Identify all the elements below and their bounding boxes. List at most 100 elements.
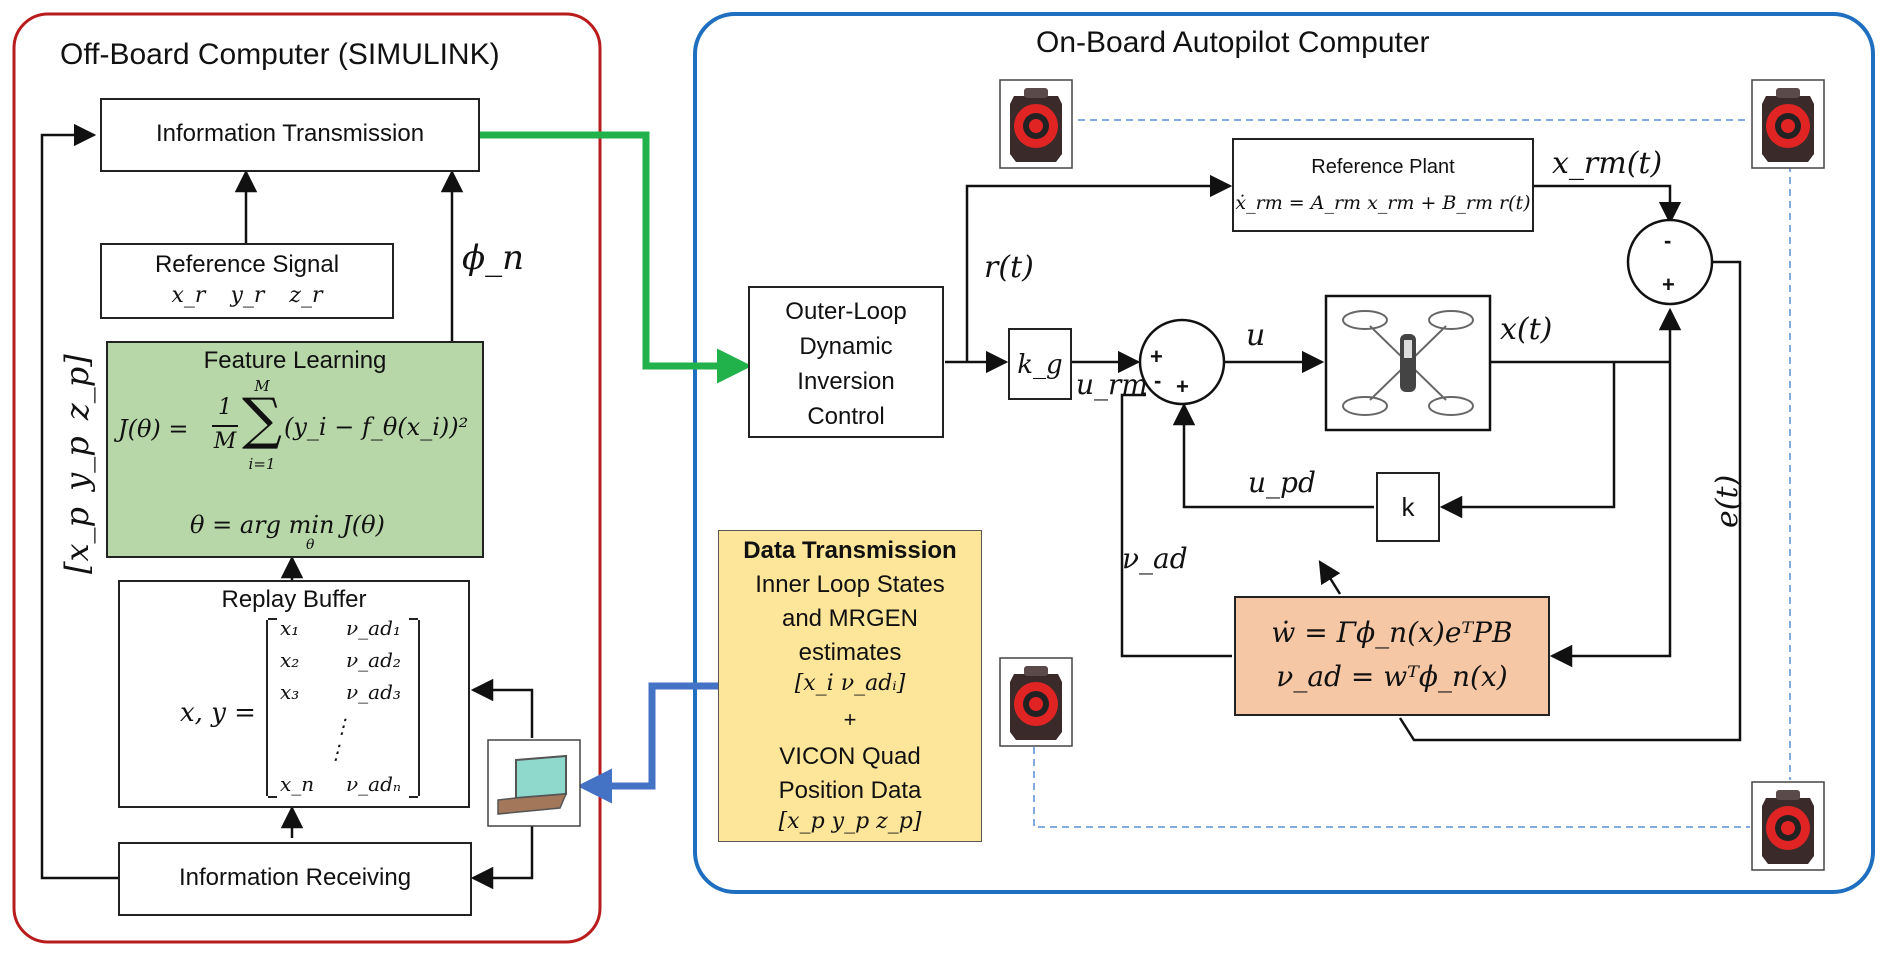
outer-loop-line4: Control [807, 403, 885, 430]
data-tx-vec2: [x_p y_p z_p] [778, 809, 922, 834]
label-x-t: x(t) [1500, 312, 1553, 347]
quadrotor-icon [1324, 294, 1492, 432]
replay-col2-r6: ν_adₙ [346, 772, 401, 796]
wire-laptop-to-rx [470, 823, 534, 890]
data-tx-line1: Inner Loop States [755, 571, 945, 598]
adaptive-line1: ẇ = Γϕ_n(x)eᵀPB [1271, 616, 1513, 649]
label-u-rm: u_rm [1076, 368, 1148, 401]
reference-plant-box: Reference Plant ẋ_rm = A_rm x_rm + B_rm … [1232, 138, 1534, 232]
vicon-camera-icon [1751, 79, 1825, 169]
label-u: u [1246, 318, 1266, 353]
sum-symbol: ∑ [242, 387, 282, 452]
wire-r-to-plant [965, 174, 1233, 362]
data-tx-line3: estimates [798, 639, 902, 666]
replay-col1-r3: x₃ [280, 680, 300, 704]
wire-xt-to-adaptive [1549, 362, 1672, 668]
vicon-camera-icon [999, 657, 1073, 747]
laptop-icon [487, 739, 581, 827]
sum1-sign-top: + [1150, 344, 1163, 369]
vicon-links [1033, 119, 1791, 828]
wire-adaptive-diag [1318, 560, 1342, 595]
k-gain-box: k [1376, 472, 1440, 542]
feature-learning-box: Feature Learning J(θ) = 1 M M ∑ i=1 (y_i… [106, 341, 484, 558]
sum1-sign-left: - [1154, 368, 1162, 393]
replay-col1-r5: ⋮ [326, 740, 346, 764]
sum1-sign-bottom: + [1176, 374, 1189, 399]
phi-label: ϕ_n [462, 238, 525, 278]
wire-xt-to-k [1439, 362, 1616, 519]
replay-col2-r3: ν_ad₃ [346, 680, 401, 704]
sum2-sign-bottom: + [1662, 272, 1675, 297]
replay-buffer-box: Replay Buffer x, y = x₁ x₂ x₃ ⋮ ⋮ x_n ν_… [118, 580, 470, 808]
offboard-title: Off-Board Computer (SIMULINK) [60, 38, 500, 71]
cost-body: (y_i − f_θ(x_i))² [284, 413, 469, 441]
wire-laptop-to-replay [470, 678, 534, 738]
data-tx-plus: + [843, 707, 857, 732]
outer-loop-line1: Outer-Loop [785, 298, 907, 325]
replay-col1-r6: x_n [280, 772, 315, 796]
info-receiving-box: Information Receiving [118, 842, 472, 916]
replay-col1-r2: x₂ [280, 648, 300, 672]
outer-loop-line2: Dynamic [799, 333, 893, 360]
data-tx-title: Data Transmission [743, 537, 957, 564]
sum2-sign-top: - [1664, 228, 1672, 253]
sum-bottom: i=1 [248, 455, 276, 473]
replay-matrix [266, 618, 420, 798]
replay-col2-r2: ν_ad₂ [346, 648, 401, 672]
data-tx-line5: Position Data [778, 777, 922, 804]
wire-k-to-sum [1172, 402, 1374, 509]
data-tx-line4: VICON Quad [779, 743, 921, 770]
reference-signal-vars: x_r y_r z_r [102, 283, 392, 308]
label-x-rm-t: x_rm(t) [1552, 146, 1663, 181]
reference-plant-title: Reference Plant [1311, 156, 1455, 178]
cost-frac-num: 1 [218, 395, 232, 420]
outer-loop-line3: Inversion [797, 368, 895, 395]
vicon-camera-icon [999, 79, 1073, 169]
info-receiving-label: Information Receiving [178, 864, 412, 891]
side-vector-xyz: [x_p y_p z_p] [58, 354, 96, 574]
label-e-t: e(t) [1710, 474, 1745, 528]
cost-frac-den: M [213, 429, 237, 454]
replay-lhs: x, y = [180, 698, 256, 728]
k-label: k [1401, 492, 1415, 522]
wire-e-feedback [1398, 260, 1742, 742]
argmin-sub: θ [306, 537, 315, 553]
replay-buffer-title: Replay Buffer [221, 586, 367, 613]
data-transmission-box: Data Transmission Inner Loop States and … [718, 530, 982, 842]
kg-label: k_g [1017, 350, 1063, 380]
kg-gain-box: k_g [1008, 328, 1072, 400]
sum-junction-2 [1626, 218, 1714, 306]
adaptive-law-box: ẇ = Γϕ_n(x)eᵀPB ν_ad = wᵀϕ_n(x) [1234, 596, 1550, 716]
sum-junction-1 [1138, 318, 1226, 406]
label-u-pd: u_pd [1248, 466, 1316, 499]
uplink-arrow [480, 131, 752, 384]
ref-var-z: z_r [289, 283, 323, 308]
reference-signal-box: Reference Signal x_r y_r z_r [100, 243, 394, 319]
data-tx-line2: and MRGEN [781, 605, 919, 632]
feature-learning-title: Feature Learning [203, 347, 387, 374]
ref-var-x: x_r [171, 283, 206, 308]
label-r-t: r(t) [984, 250, 1034, 285]
ref-var-y: y_r [230, 283, 265, 308]
wire-vad-to-sum [1120, 393, 1232, 658]
adaptive-line2: ν_ad = wᵀϕ_n(x) [1276, 660, 1508, 693]
reference-signal-title: Reference Signal [154, 251, 340, 278]
info-transmission-label: Information Transmission [155, 120, 425, 147]
wire-rx-loop [40, 123, 118, 880]
outer-loop-box: Outer-Loop Dynamic Inversion Control [748, 286, 944, 438]
onboard-title: On-Board Autopilot Computer [1036, 26, 1430, 59]
data-tx-vec1: [x_i ν_adᵢ] [794, 671, 906, 696]
onboard-panel [693, 12, 1875, 894]
info-transmission-box: Information Transmission [100, 98, 480, 172]
offboard-panel [12, 12, 602, 944]
replay-col1-r4: ⋮ [332, 714, 352, 738]
downlink-arrow [577, 682, 718, 804]
cost-lhs: J(θ) = [118, 415, 189, 443]
replay-col1-r1: x₁ [280, 616, 300, 640]
argmin-eq: θ = arg min J(θ) [190, 511, 385, 539]
sum-top: M [254, 377, 270, 395]
replay-col2-r1: ν_ad₁ [346, 616, 401, 640]
reference-plant-eq: ẋ_rm = A_rm x_rm + B_rm r(t) [1235, 192, 1531, 214]
vicon-camera-icon [1751, 781, 1825, 871]
